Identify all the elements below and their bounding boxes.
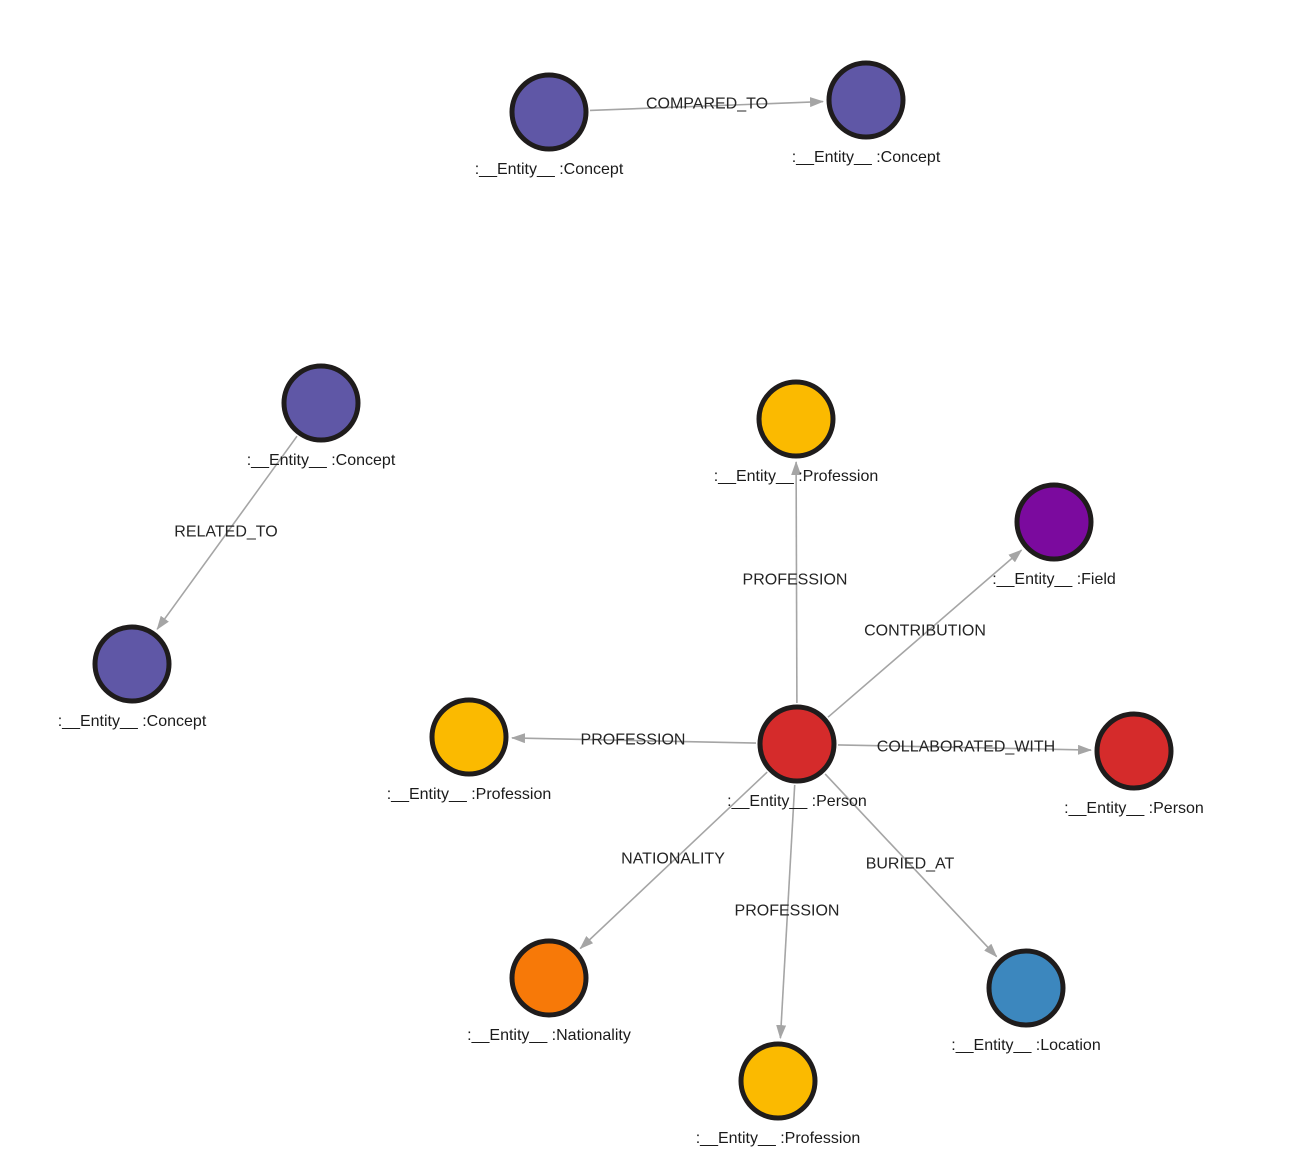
edge-label-profession-7[interactable]: PROFESSION (735, 903, 840, 920)
node-concept-mid-left[interactable] (281, 363, 361, 443)
node-concept-top-right[interactable] (826, 60, 906, 140)
edge-label-collaborated_with-4[interactable]: COLLABORATED_WITH (877, 739, 1055, 756)
edge-label-buried_at-8[interactable]: BURIED_AT (866, 856, 955, 873)
edge-label-compared_to-0[interactable]: COMPARED_TO (646, 96, 768, 113)
node-caption-nationality-bottom: :__Entity__ :Nationality (467, 1027, 631, 1044)
edge-labels-layer: COMPARED_TO RELATED_TO PROFESSION CONTRIBUT… (174, 96, 1055, 920)
node-person-center[interactable] (757, 704, 837, 784)
node-caption-concept-top-right: :__Entity__ :Concept (792, 149, 941, 166)
edge-profession-7[interactable] (776, 784, 796, 1040)
node-caption-concept-top-left: :__Entity__ :Concept (475, 161, 624, 178)
edge-profession-2[interactable] (791, 461, 802, 704)
edges-layer (156, 97, 1092, 1040)
edge-profession-5[interactable] (511, 733, 757, 744)
node-concept-bottom-left[interactable] (92, 624, 172, 704)
node-profession-left[interactable] (429, 697, 509, 777)
edge-compared_to-0[interactable] (589, 97, 824, 112)
node-caption-concept-bottom-left: :__Entity__ :Concept (58, 713, 207, 730)
edge-nationality-6[interactable] (579, 771, 768, 950)
node-field-right[interactable] (1014, 482, 1094, 562)
edge-label-profession-5[interactable]: PROFESSION (581, 732, 686, 749)
node-caption-field-right: :__Entity__ :Field (992, 571, 1116, 588)
node-location-bottom[interactable] (986, 948, 1066, 1028)
node-nationality-bottom[interactable] (509, 938, 589, 1018)
edge-label-nationality-6[interactable]: NATIONALITY (621, 851, 725, 868)
nodes-layer: :__Entity__ :Concept :__Entity__ :Concept… (58, 60, 1204, 1147)
node-caption-person-center: :__Entity__ :Person (727, 793, 867, 810)
node-caption-profession-bottom: :__Entity__ :Profession (696, 1130, 861, 1147)
node-caption-concept-mid-left: :__Entity__ :Concept (247, 452, 396, 469)
edge-label-related_to-1[interactable]: RELATED_TO (174, 524, 277, 541)
edge-label-profession-2[interactable]: PROFESSION (743, 572, 848, 589)
node-caption-profession-left: :__Entity__ :Profession (387, 786, 552, 803)
node-profession-top[interactable] (756, 379, 836, 459)
edge-label-contribution-3[interactable]: CONTRIBUTION (864, 623, 986, 640)
node-person-right[interactable] (1094, 711, 1174, 791)
node-caption-location-bottom: :__Entity__ :Location (951, 1037, 1100, 1054)
node-profession-bottom[interactable] (738, 1041, 818, 1121)
node-caption-profession-top: :__Entity__ :Profession (714, 468, 879, 485)
node-caption-person-right: :__Entity__ :Person (1064, 800, 1204, 817)
edge-buried_at-8[interactable] (824, 773, 998, 958)
edge-related_to-1[interactable] (156, 435, 298, 631)
edge-collaborated_with-4[interactable] (837, 744, 1092, 755)
node-concept-top-left[interactable] (509, 72, 589, 152)
edge-contribution-3[interactable] (827, 549, 1023, 718)
